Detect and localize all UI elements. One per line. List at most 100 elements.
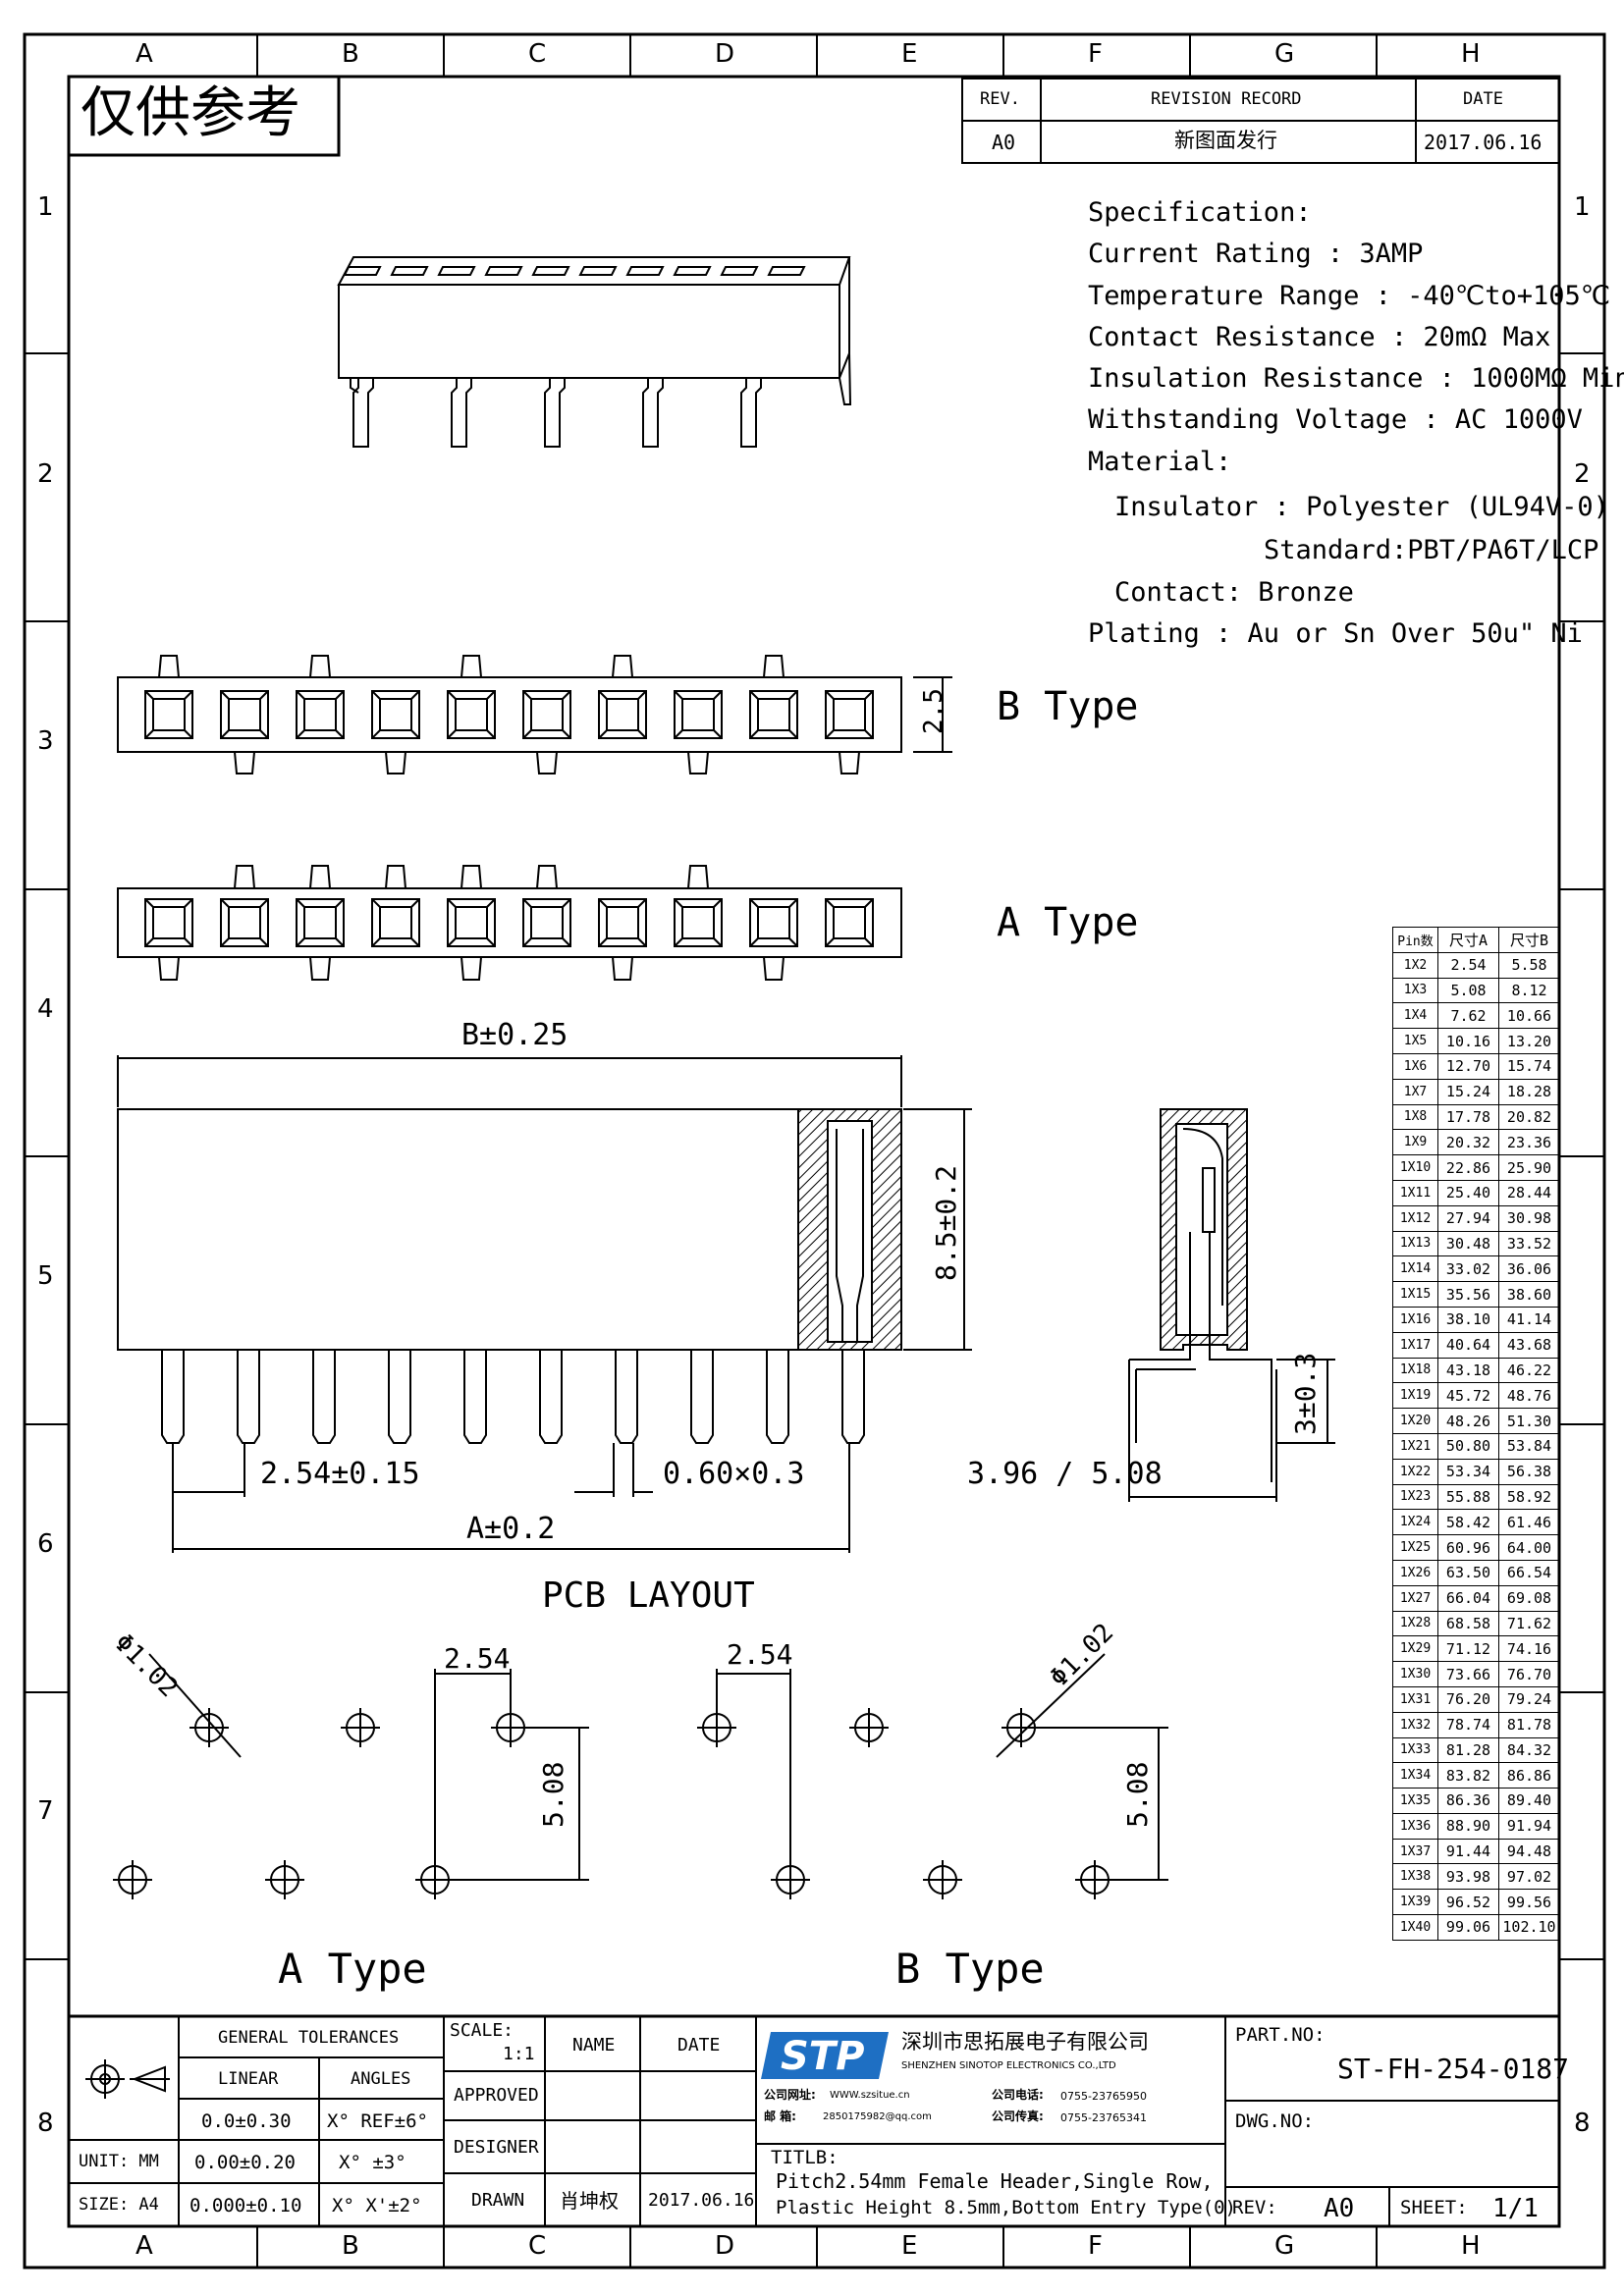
spec-contact-resistance: Contact Resistance : 20mΩ Max: [1088, 322, 1551, 352]
dim-a-cell: 17.78: [1437, 1103, 1499, 1131]
pin-count-cell: 1X24: [1392, 1509, 1438, 1536]
dim-b-cell: 13.20: [1498, 1028, 1560, 1054]
contact-cell-inner: [455, 906, 488, 939]
row-label-left-3: 3: [37, 726, 54, 756]
dim-b-cell: 43.68: [1498, 1331, 1560, 1359]
angle-tol-2: X° ±3°: [339, 2152, 406, 2173]
dim-b-cell: 38.60: [1498, 1281, 1560, 1308]
pin-count-cell: 1X13: [1392, 1230, 1438, 1257]
dim-a-cell: 27.94: [1437, 1204, 1499, 1232]
pin-count-cell: 1X38: [1392, 1863, 1438, 1891]
dim-a-cell: 40.64: [1437, 1331, 1499, 1359]
iso-hole: [673, 266, 712, 276]
pin-count-cell: 1X12: [1392, 1204, 1438, 1232]
spec-material: Material:: [1088, 447, 1232, 477]
dim-b-cell: 30.98: [1498, 1204, 1560, 1232]
pin-count-cell: 1X34: [1392, 1762, 1438, 1789]
sheet-size: SIZE: A4: [79, 2195, 159, 2215]
pin-count-cell: 1X14: [1392, 1255, 1438, 1283]
header-pin: [312, 1350, 336, 1444]
pin-tab: [612, 956, 633, 981]
col-label-bottom-e: E: [901, 2231, 918, 2261]
pin-count-cell: 1X30: [1392, 1661, 1438, 1687]
dim-b-cell: 56.38: [1498, 1458, 1560, 1485]
row-label-left-6: 6: [37, 1529, 54, 1559]
pin-tab: [763, 655, 785, 678]
revision-record-header: REVISION RECORD: [1151, 89, 1302, 109]
contact-cell-inner: [303, 698, 337, 731]
pcb-pitch-left: 2.54: [444, 1642, 511, 1675]
pcb-b-type-label: B Type: [895, 1945, 1045, 1993]
drawn-date: 2017.06.16: [648, 2190, 755, 2211]
dim-a-cell: 22.86: [1437, 1154, 1499, 1181]
header-pin: [841, 1350, 865, 1444]
dim-a-cell: 83.82: [1437, 1762, 1499, 1789]
dim-3: 3±0.3: [1289, 1352, 1322, 1435]
pin-count-cell: 1X40: [1392, 1914, 1438, 1941]
pin-count-cell: 1X33: [1392, 1736, 1438, 1764]
col-label-bottom-d: D: [715, 2231, 735, 2261]
iso-pin: [839, 352, 852, 405]
col-label-bottom-a: A: [135, 2231, 153, 2261]
company-name-en: SHENZHEN SINOTOP ELECTRONICS CO.,LTD: [901, 2060, 1116, 2071]
pin-tab: [234, 865, 255, 889]
dim-a-cell: 81.28: [1437, 1736, 1499, 1764]
row-label-left-4: 4: [37, 994, 54, 1024]
contact-cell-inner: [379, 698, 412, 731]
contact-cell: [749, 898, 798, 947]
contact-cell: [296, 898, 345, 947]
iso-pin: [642, 378, 664, 448]
pin-count-cell: 1X5: [1392, 1028, 1438, 1054]
pin-tab: [612, 655, 633, 678]
pin-count-cell: 1X11: [1392, 1179, 1438, 1206]
pin-count-cell: 1X32: [1392, 1711, 1438, 1738]
part-no-label: PART.NO:: [1235, 2024, 1326, 2046]
dim-a-cell: 33.02: [1437, 1255, 1499, 1283]
dim-b-cell: 89.40: [1498, 1788, 1560, 1814]
dim-a-cell: 76.20: [1437, 1685, 1499, 1713]
contact-cell: [144, 898, 193, 947]
col-label-top-c: C: [528, 39, 547, 69]
dim-b-cell: 76.70: [1498, 1661, 1560, 1687]
pin-count-cell: 1X25: [1392, 1534, 1438, 1561]
pin-count-cell: 1X20: [1392, 1408, 1438, 1434]
company-logo: [761, 2032, 889, 2079]
iso-hole: [343, 266, 382, 276]
rev-header: REV.: [980, 89, 1020, 109]
fax-label: 公司传真:: [992, 2109, 1044, 2123]
dim-3-96: 3.96 / 5.08: [967, 1457, 1163, 1491]
revision-date-value: 2017.06.16: [1424, 131, 1543, 154]
dim-b: B±0.25: [461, 1018, 568, 1052]
dim-a: A±0.2: [466, 1512, 556, 1546]
linear-header: LINEAR: [218, 2069, 279, 2089]
fax-value: 0755-23765341: [1060, 2111, 1147, 2124]
col-label-top-g: G: [1274, 39, 1295, 69]
mail-value: 2850175982@qq.com: [823, 2111, 932, 2122]
contact-cell-inner: [833, 906, 866, 939]
dim-a-cell: 93.98: [1437, 1863, 1499, 1891]
dim-b-cell: 99.56: [1498, 1889, 1560, 1916]
pin-count-cell: 1X6: [1392, 1052, 1438, 1080]
dim-b-cell: 71.62: [1498, 1610, 1560, 1637]
dim-a-cell: 38.10: [1437, 1306, 1499, 1333]
reference-only-stamp: 仅供参考: [81, 81, 300, 145]
contact-cell-inner: [455, 698, 488, 731]
dim-a-cell: 尺寸A: [1437, 927, 1499, 953]
date-header-tb: DATE: [677, 2035, 721, 2056]
dim-a-cell: 45.72: [1437, 1382, 1499, 1410]
header-pin: [388, 1350, 411, 1444]
general-tolerances: GENERAL TOLERANCES: [218, 2028, 400, 2048]
web-value: WWW.szsitue.cn: [830, 2090, 910, 2101]
dim-a-cell: 12.70: [1437, 1052, 1499, 1080]
contact-cell-inner: [303, 906, 337, 939]
approved-label: APPROVED: [454, 2085, 539, 2106]
